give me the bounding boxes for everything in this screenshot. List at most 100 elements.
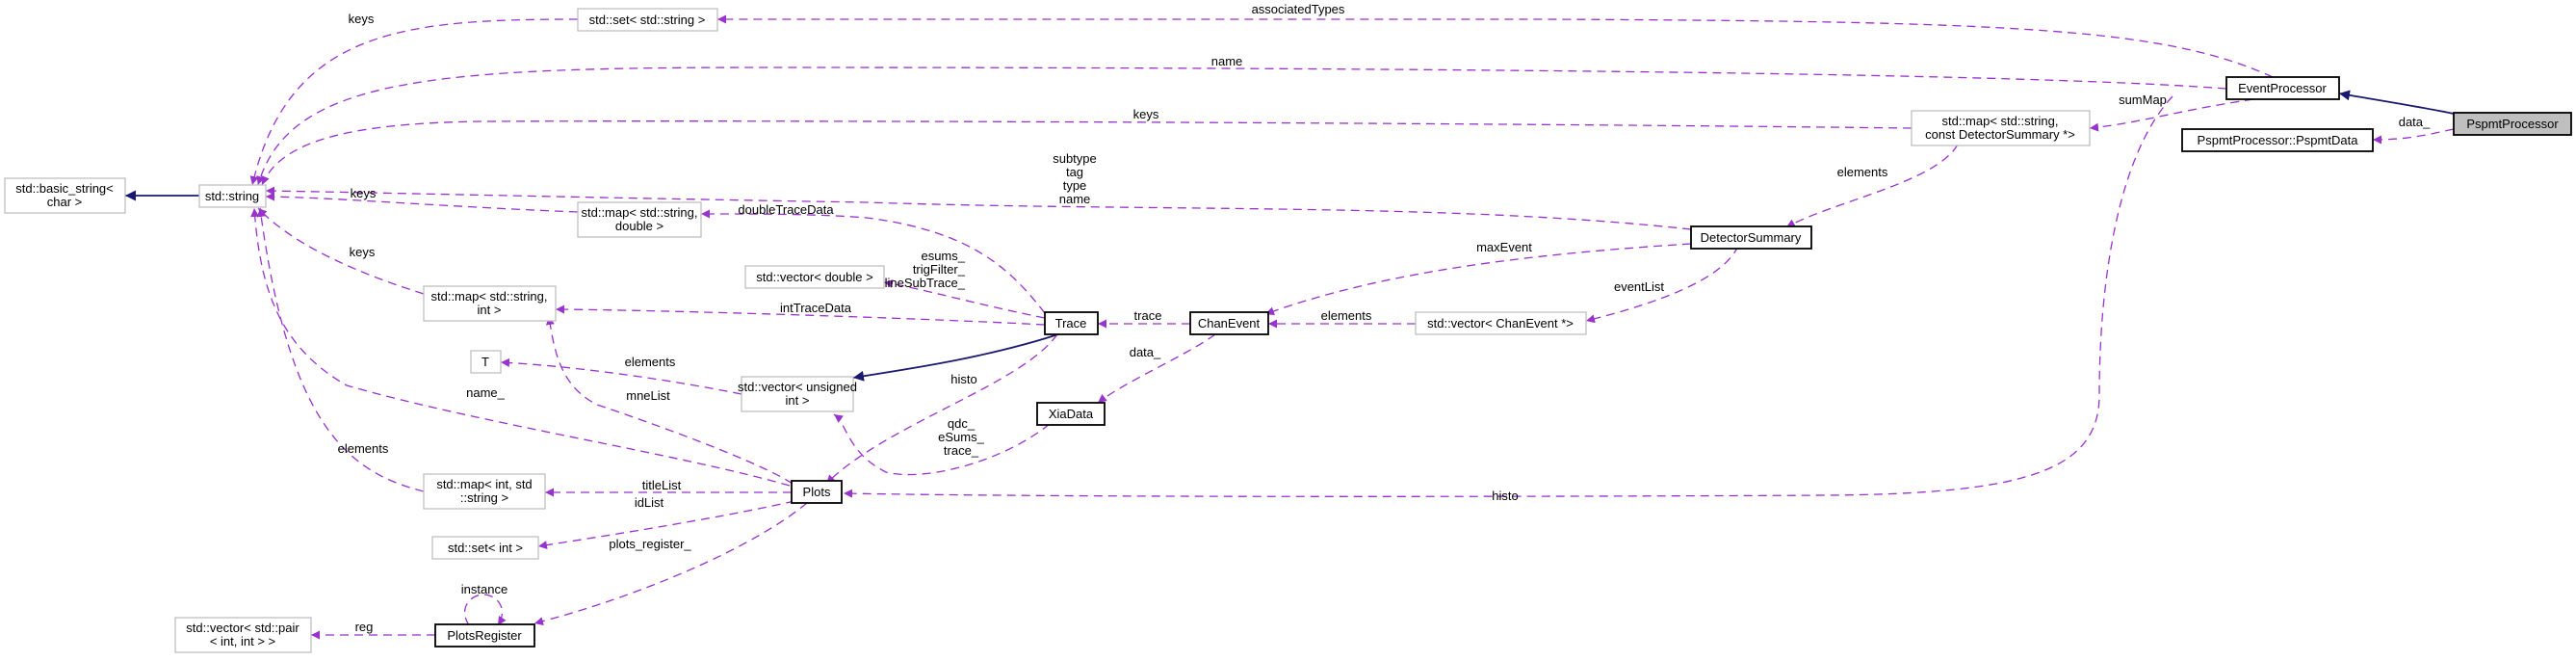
edge-vector-uint-T [500,357,742,395]
edge-map-is-string [256,207,425,492]
svg-text:std::set< std::string >: std::set< std::string > [589,13,706,27]
edge-label-qdc: qdc_eSums_trace_ [938,416,984,458]
edge-set-string-string [249,18,579,186]
edge-label-int-trace-data: intTraceData [780,301,852,315]
node-map-int-string[interactable]: std::map< int, std::string > [423,473,546,510]
node-event-processor[interactable]: EventProcessor [2225,76,2340,100]
node-set-string[interactable]: std::set< std::string > [577,8,718,32]
edge-label-mne-list: mneList [626,388,670,403]
edge-event-processor-set-string [717,14,2274,78]
edge-chan-event-xia-data [1097,333,1216,404]
svg-text:PspmtProcessor: PspmtProcessor [2466,117,2559,131]
edge-xia-data-vector-uint [833,413,1051,476]
node-T[interactable]: T [470,350,502,374]
node-map-string-ds[interactable]: std::map< std::string,const DetectorSumm… [1911,110,2091,146]
edge-map-ds-detector-summary [1785,144,1959,228]
nodes: std::basic_string<char > std::string std… [4,8,2572,653]
edges [125,14,2455,640]
edge-detector-summary-vector-chanevent [1585,245,1739,324]
node-vector-chanevent[interactable]: std::vector< ChanEvent *> [1415,311,1587,335]
edge-trace-plots [825,333,1058,485]
edge-event-processor-plots [843,95,2173,498]
svg-text:std::set< int >: std::set< int > [448,541,523,555]
edge-label-name-ep: name [1211,54,1243,68]
node-basic-string[interactable]: std::basic_string<char > [4,177,126,214]
edge-trace-map-sd [700,209,1046,314]
node-plots[interactable]: Plots [791,480,843,504]
node-xia-data[interactable]: XiaData [1036,402,1106,426]
node-vector-double[interactable]: std::vector< double > [744,265,885,289]
edge-plots-register-self [463,594,507,626]
edge-map-sd-string [265,192,579,213]
edge-label-data-pspmt: data_ [2399,115,2431,129]
edge-plots-plots-register [533,502,808,626]
edge-label-id-list: idList [635,495,664,510]
edge-label-sum-map: sumMap [2119,93,2167,107]
svg-text:PspmtProcessor::PspmtData: PspmtProcessor::PspmtData [2198,133,2359,147]
edge-label-keys-map-si: keys [350,245,376,259]
node-chan-event[interactable]: ChanEvent [1189,311,1269,335]
edge-label-associated-types: associatedTypes [1252,2,1345,16]
svg-text:PlotsRegister: PlotsRegister [447,628,522,643]
edge-label-elements-mis: elements [338,441,389,456]
edge-label-title-list: titleList [642,478,682,492]
edge-label-histo-trace: histo [950,372,976,386]
edge-detector-summary-string [265,186,1692,230]
edge-label-elements-T: elements [625,355,676,369]
edge-label-data-xia: data_ [1130,345,1161,359]
edge-label-keys-map-ds: keys [1133,107,1159,121]
edge-event-processor-map-ds [2089,98,2254,132]
edge-labels: associatedTypes keys name keys sumMap da… [338,2,2431,634]
edge-map-si-string [257,207,425,295]
edge-label-instance: instance [461,582,507,596]
edge-label-trace-ce: trace [1134,308,1162,323]
node-string[interactable]: std::string [198,184,267,208]
svg-text:std::map< std::string,double >: std::map< std::string,double > [581,205,697,233]
edge-label-elements-vce: elements [1321,308,1372,323]
svg-text:Plots: Plots [803,485,831,499]
edge-label-plots-register: plots_register_ [609,537,691,551]
edge-label-double-trace-data: doubleTraceData [738,202,834,217]
node-pspmt-processor[interactable]: PspmtProcessor [2453,112,2572,136]
edge-trace-map-si [555,304,1046,326]
edge-plots-set-int [537,500,795,550]
svg-text:std::map< std::string,const De: std::map< std::string,const DetectorSumm… [1925,114,2075,142]
edge-trace-to-vector-uint [852,331,1065,382]
svg-text:std::vector< double >: std::vector< double > [756,270,872,284]
svg-text:DetectorSummary: DetectorSummary [1701,230,1802,245]
edge-label-reg: reg [355,620,374,634]
svg-text:ChanEvent: ChanEvent [1198,316,1261,330]
svg-text:XiaData: XiaData [1049,407,1094,421]
edge-label-name-plots: name_ [466,385,506,400]
edge-label-keys-set: keys [349,12,375,26]
edge-detector-summary-chan-event [1264,243,1692,316]
node-vector-pair[interactable]: std::vector< std::pair< int, int > > [174,617,312,653]
edge-plots-string [250,207,791,487]
edge-trace-vector-double [883,279,1046,319]
edge-event-processor-string-name [256,66,2227,186]
svg-text:EventProcessor: EventProcessor [2238,81,2327,95]
node-map-string-int[interactable]: std::map< std::string,int > [423,285,557,322]
svg-text:std::map< std::string,int >: std::map< std::string,int > [430,289,547,317]
node-trace[interactable]: Trace [1044,311,1099,335]
node-pspmt-data[interactable]: PspmtProcessor::PspmtData [2181,128,2374,152]
svg-text:Trace: Trace [1055,316,1087,330]
svg-text:std::vector< ChanEvent *>: std::vector< ChanEvent *> [1427,316,1574,330]
node-detector-summary[interactable]: DetectorSummary [1690,225,1812,250]
svg-text:std::vector< std::pair< int, i: std::vector< std::pair< int, int > > [186,621,299,648]
node-set-int[interactable]: std::set< int > [431,536,539,560]
edge-pspmt-to-event-processor [2338,90,2455,115]
node-map-string-double[interactable]: std::map< std::string,double > [577,201,702,238]
svg-text:std::basic_string<char >: std::basic_string<char > [15,181,114,209]
node-plots-register[interactable]: PlotsRegister [434,623,535,648]
edge-label-max-event: maxEvent [1476,240,1532,254]
edge-label-elements-ds: elements [1837,165,1888,179]
edge-pspmt-data-pspmt [2372,128,2455,145]
edge-map-ds-string-keys [261,120,1912,186]
edge-label-event-list: eventList [1614,279,1664,294]
svg-text:T: T [481,355,489,369]
